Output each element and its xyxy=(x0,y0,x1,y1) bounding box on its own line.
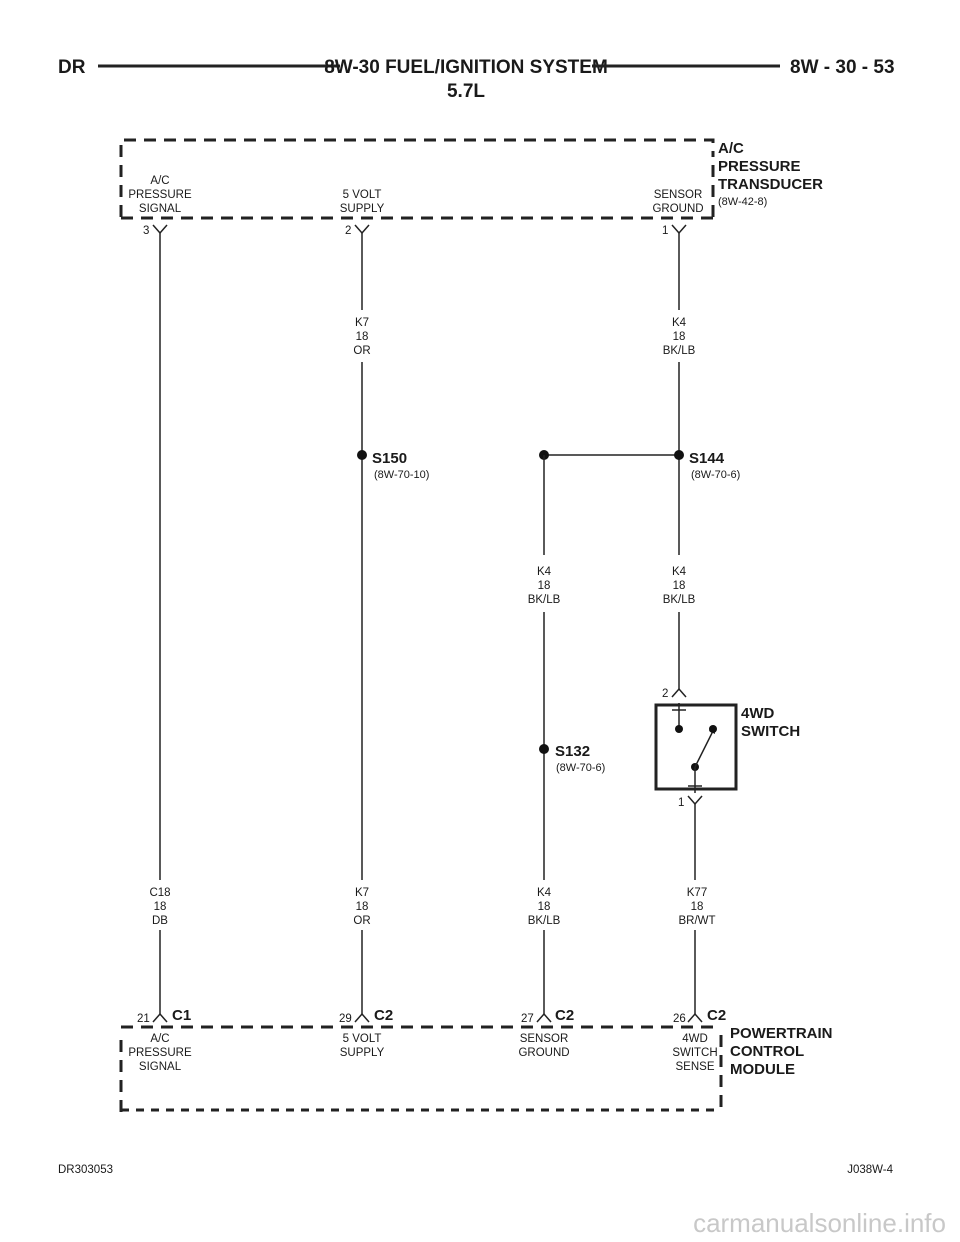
ac-pressure-transducer: A/C PRESSURE TRANSDUCER (8W-42-8) A/C PR… xyxy=(119,138,823,237)
wire-k4-midright-label-2: 18 xyxy=(673,580,686,592)
switch-pin-top-terminal xyxy=(671,687,687,698)
transducer-pin2-number: 2 xyxy=(345,225,351,237)
pcm-pin26-label-3: SENSE xyxy=(676,1061,715,1073)
switch-contact-fixed xyxy=(675,725,683,733)
pcm-pin21-terminal xyxy=(152,1012,168,1023)
transducer-pin3-label-3: SIGNAL xyxy=(139,203,182,215)
wire-k4-lower-label-3: BK/LB xyxy=(528,915,561,927)
switch-pin-bottom-number: 1 xyxy=(678,797,684,809)
splice-s144-dot xyxy=(674,450,684,460)
splice-s132-dot xyxy=(539,744,549,754)
switch-blade-arrow xyxy=(709,725,715,734)
wire-c18-label-3: DB xyxy=(152,915,168,927)
pcm-name-line1: POWERTRAIN xyxy=(730,1025,833,1042)
pcm-pin29-label-1: 5 VOLT xyxy=(343,1033,382,1045)
splice-s144-ref: (8W-70-6) xyxy=(691,469,740,481)
switch-pin-bottom-terminal xyxy=(687,795,703,806)
pcm-pin21-label-1: A/C xyxy=(150,1033,169,1045)
splice-s150-dot xyxy=(357,450,367,460)
header-subtitle: 5.7L xyxy=(447,81,485,102)
wire-k7-upper-label-1: K7 xyxy=(355,317,369,329)
transducer-pin3-label-1: A/C xyxy=(150,175,169,187)
wire-k7-upper-label-2: 18 xyxy=(356,331,369,343)
wire-k7-lower-label-2: 18 xyxy=(356,901,369,913)
pcm-pin21-label-3: SIGNAL xyxy=(139,1061,182,1073)
wire-k77-label-3: BR/WT xyxy=(678,915,715,927)
pcm-pin26-label-1: 4WD xyxy=(682,1033,708,1045)
pcm-pin29-connector: C2 xyxy=(374,1007,393,1024)
splice-s132-name: S132 xyxy=(555,743,590,760)
splice-s150-name: S150 xyxy=(372,450,407,467)
pcm-name-line2: CONTROL xyxy=(730,1043,804,1060)
splice-s150-ref: (8W-70-10) xyxy=(374,469,429,481)
wire-k4-lower-label-2: 18 xyxy=(538,901,551,913)
pcm-pin21-connector: C1 xyxy=(172,1007,191,1024)
transducer-name-line3: TRANSDUCER xyxy=(718,176,823,193)
splice-s144-name: S144 xyxy=(689,450,725,467)
transducer-pin3-number: 3 xyxy=(143,225,149,237)
transducer-pin1-label-1: SENSOR xyxy=(654,189,703,201)
transducer-name-line2: PRESSURE xyxy=(718,158,801,175)
footer-reference-code: J038W-4 xyxy=(847,1164,893,1176)
pcm-pin27-label-1: SENSOR xyxy=(520,1033,569,1045)
pcm-pin29-number: 29 xyxy=(339,1013,352,1025)
header-page-number: 8W - 30 - 53 xyxy=(790,57,895,78)
wire-k4-midleft-label-1: K4 xyxy=(537,566,552,578)
wire-c18-label-2: 18 xyxy=(154,901,167,913)
wire-k4-midright-label-1: K4 xyxy=(672,566,687,578)
4wd-switch: 2 1 4WD SWITCH xyxy=(654,687,800,809)
switch-name-line1: 4WD xyxy=(741,705,775,722)
pcm-pin26-connector: C2 xyxy=(707,1007,726,1024)
pcm-pin27-terminal xyxy=(536,1012,552,1023)
wire-k7-upper-label-3: OR xyxy=(353,345,370,357)
transducer-pin3-label-2: PRESSURE xyxy=(128,189,192,201)
wire-k4-upper-label-1: K4 xyxy=(672,317,687,329)
pcm-pin29-terminal xyxy=(354,1012,370,1023)
wire-k7-lower-label-3: OR xyxy=(353,915,370,927)
transducer-pin1-number: 1 xyxy=(662,225,668,237)
transducer-box-top xyxy=(119,138,715,157)
pcm-pin26-number: 26 xyxy=(673,1013,686,1025)
footer-figure-id: DR303053 xyxy=(58,1164,113,1176)
wire-k4-upper-label-2: 18 xyxy=(673,331,686,343)
pcm-pin26-terminal xyxy=(687,1012,703,1023)
transducer-pin1-label-2: GROUND xyxy=(652,203,703,215)
wire-k4-midleft-label-2: 18 xyxy=(538,580,551,592)
transducer-pin1-terminal xyxy=(671,224,687,235)
wire-k77-label-1: K77 xyxy=(687,887,707,899)
pcm-pin27-label-2: GROUND xyxy=(518,1047,569,1059)
wire-k77-label-2: 18 xyxy=(691,901,704,913)
wire-k4-midright-label-3: BK/LB xyxy=(663,594,696,606)
wire-k4-lower-label-1: K4 xyxy=(537,887,552,899)
switch-body xyxy=(654,703,738,791)
wire-k7-lower-label-1: K7 xyxy=(355,887,369,899)
header-section-code: DR xyxy=(58,57,86,78)
powertrain-control-module: POWERTRAIN CONTROL MODULE A/C PRESSURE S… xyxy=(119,1025,833,1112)
switch-pin-top-number: 2 xyxy=(662,688,668,700)
pcm-pin29-label-2: SUPPLY xyxy=(340,1047,385,1059)
pcm-name-line3: MODULE xyxy=(730,1061,795,1078)
transducer-name-line1: A/C xyxy=(718,140,744,157)
transducer-ref: (8W-42-8) xyxy=(718,196,767,208)
pcm-pin21-number: 21 xyxy=(137,1013,150,1025)
transducer-pin2-label-2: SUPPLY xyxy=(340,203,385,215)
switch-name-line2: SWITCH xyxy=(741,723,800,740)
pcm-pin26-label-2: SWITCH xyxy=(672,1047,717,1059)
wire-k4-midleft-label-3: BK/LB xyxy=(528,594,561,606)
splice-s132-ref: (8W-70-6) xyxy=(556,762,605,774)
transducer-pin3-terminal xyxy=(152,224,168,235)
header-title: 8W-30 FUEL/IGNITION SYSTEM xyxy=(324,57,608,78)
wire-c18-label-1: C18 xyxy=(149,887,170,899)
transducer-pin2-label-1: 5 VOLT xyxy=(343,189,382,201)
pcm-pin27-connector: C2 xyxy=(555,1007,574,1024)
watermark: carmanualsonline.info xyxy=(693,1208,946,1238)
switch-blade xyxy=(694,730,714,768)
pcm-pin27-number: 27 xyxy=(521,1013,534,1025)
wire-k4-upper-label-3: BK/LB xyxy=(663,345,696,357)
pcm-pin21-label-2: PRESSURE xyxy=(128,1047,192,1059)
transducer-pin2-terminal xyxy=(354,224,370,235)
